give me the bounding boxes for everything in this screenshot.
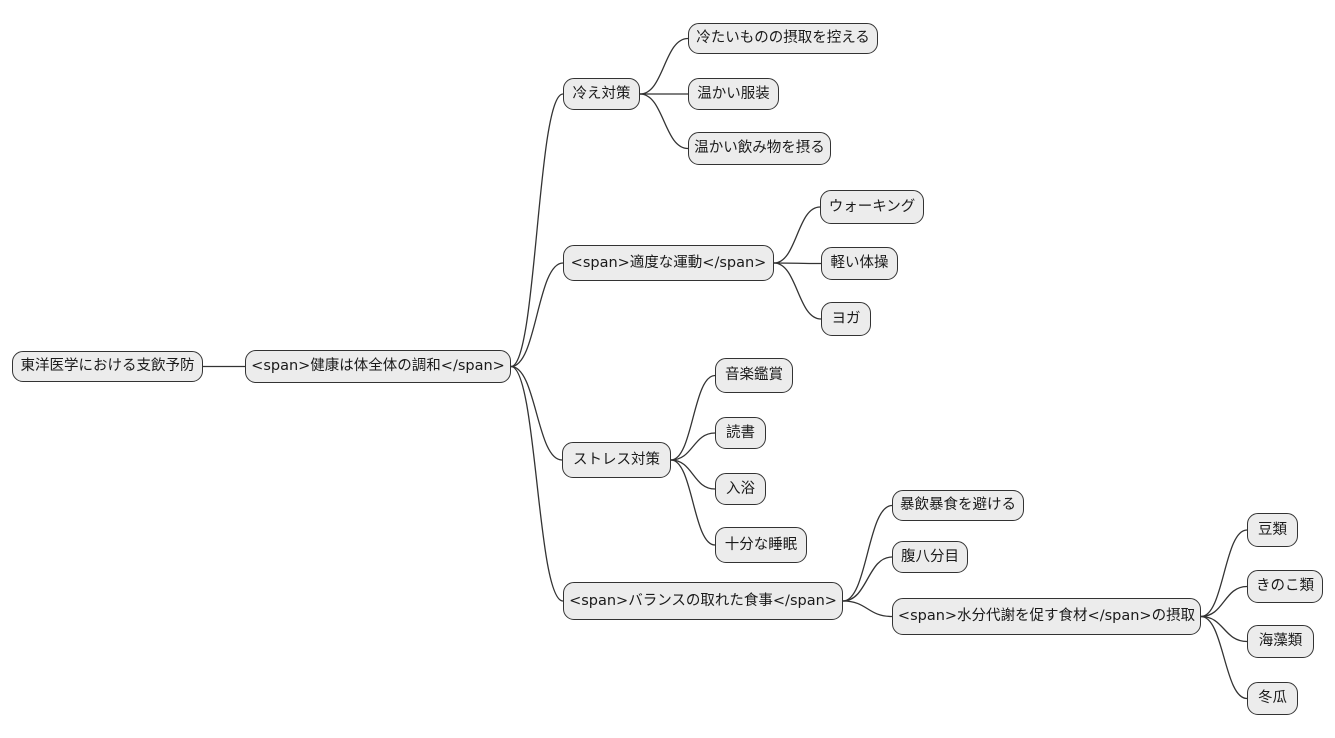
node-label: 音楽鑑賞 [725, 367, 783, 384]
edge-center-to-cold [510, 93, 564, 368]
node-label: <span>適度な運動</span> [570, 254, 767, 271]
mindmap-node-diet: <span>バランスの取れた食事</span> [563, 582, 843, 620]
edge-diet3-to-water1 [1200, 529, 1248, 618]
edge-diet-to-diet1 [842, 504, 893, 602]
mindmap-node-stress: ストレス対策 [562, 442, 671, 478]
node-label: 冷たいものの摂取を控える [696, 30, 870, 47]
node-label: 十分な睡眠 [724, 536, 798, 553]
node-label: 海藻類 [1258, 633, 1303, 650]
mindmap-node-water3: 海藻類 [1247, 625, 1314, 658]
mindmap-node-water2: きのこ類 [1247, 570, 1323, 603]
node-label: 東洋医学における支飲予防 [20, 358, 195, 375]
mindmap-node-ex1: ウォーキング [820, 190, 924, 224]
edge-stress-to-st2 [670, 432, 716, 461]
mindmap-node-diet3: <span>水分代謝を促す食材</span>の摂取 [892, 598, 1201, 635]
node-label: 読書 [726, 424, 755, 441]
mindmap-node-st4: 十分な睡眠 [715, 527, 807, 563]
mindmap-node-root: 東洋医学における支飲予防 [12, 351, 203, 382]
node-label: ヨガ [831, 310, 861, 327]
edge-stress-to-st3 [670, 459, 716, 490]
node-label: 温かい飲み物を摂る [694, 140, 825, 157]
edge-diet3-to-water4 [1200, 615, 1248, 700]
mindmap-node-cold3: 温かい飲み物を摂る [688, 132, 831, 165]
edge-diet3-to-water2 [1200, 585, 1248, 618]
node-label: 入浴 [726, 480, 755, 497]
edge-diet3-to-water3 [1200, 615, 1248, 643]
mindmap-node-center: <span>健康は体全体の調和</span> [245, 350, 511, 383]
mindmap-node-water1: 豆類 [1247, 513, 1298, 547]
node-label: 腹八分目 [901, 548, 959, 565]
node-label: きのこ類 [1256, 578, 1314, 595]
node-label: 冷え対策 [572, 85, 631, 102]
node-label: <span>健康は体全体の調和</span> [251, 358, 505, 375]
edge-stress-to-st4 [670, 459, 716, 546]
edge-center-to-exercise [510, 262, 564, 368]
mindmap-node-diet1: 暴飲暴食を避ける [892, 490, 1024, 521]
mindmap-node-st3: 入浴 [715, 473, 766, 505]
mindmap-node-cold2: 温かい服装 [688, 78, 779, 110]
mindmap-node-cold1: 冷たいものの摂取を控える [688, 23, 878, 54]
node-label: ストレス対策 [573, 451, 660, 468]
mindmap-node-cold: 冷え対策 [563, 78, 640, 110]
node-label: 冬瓜 [1258, 690, 1287, 707]
mindmap-node-water4: 冬瓜 [1247, 682, 1298, 715]
edge-exercise-to-ex2 [773, 262, 822, 265]
edge-cold-to-cold1 [639, 37, 689, 95]
edge-diet-to-diet3 [842, 600, 893, 618]
mindmap-node-diet2: 腹八分目 [892, 541, 968, 573]
mindmap-node-ex3: ヨガ [821, 302, 871, 336]
edge-stress-to-st1 [670, 374, 716, 461]
edge-diet-to-diet2 [842, 556, 893, 602]
mindmap-node-exercise: <span>適度な運動</span> [563, 245, 774, 281]
node-label: 軽い体操 [830, 255, 889, 272]
node-label: <span>水分代謝を促す食材</span>の摂取 [897, 608, 1196, 625]
node-label: <span>バランスの取れた食事</span> [569, 592, 837, 609]
edge-center-to-stress [510, 365, 563, 461]
node-label: ウォーキング [828, 198, 916, 215]
edge-exercise-to-ex1 [773, 206, 821, 264]
mindmap-node-st2: 読書 [715, 417, 766, 449]
mindmap-node-ex2: 軽い体操 [821, 247, 898, 280]
node-label: 暴飲暴食を避ける [900, 497, 1016, 514]
node-label: 豆類 [1258, 521, 1287, 538]
node-label: 温かい服装 [697, 85, 770, 102]
edge-cold-to-cold3 [639, 93, 689, 150]
edge-exercise-to-ex3 [773, 262, 822, 320]
mindmap-node-st1: 音楽鑑賞 [715, 358, 793, 393]
edge-center-to-diet [510, 365, 564, 602]
